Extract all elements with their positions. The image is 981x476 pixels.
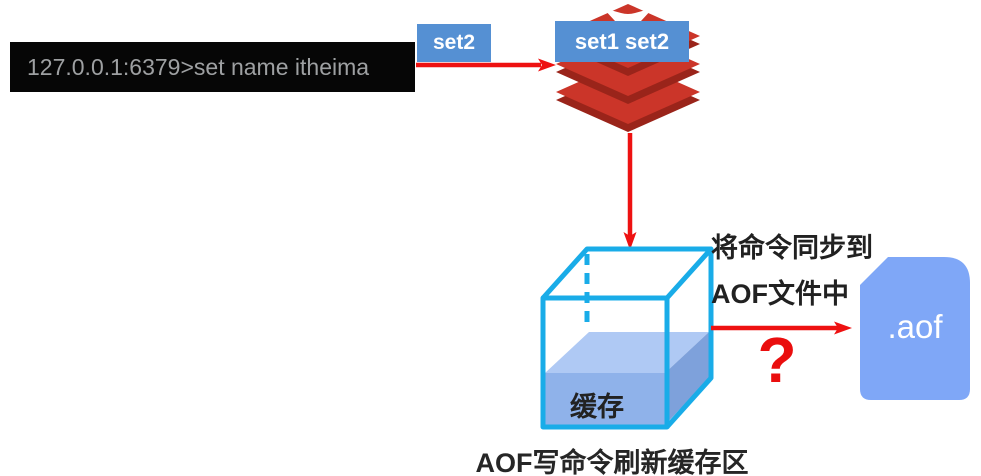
arrow-buffer-to-aof <box>711 321 852 335</box>
redis-logo-star-detail <box>603 8 653 25</box>
terminal-window: 127.0.0.1:6379>set name itheima <box>10 42 415 92</box>
arrow-terminal-to-redis <box>416 58 556 72</box>
diagram-caption: AOF写命令刷新缓存区 <box>475 448 749 476</box>
command-tag-set2: set2 <box>417 24 491 62</box>
terminal-command-text: 127.0.0.1:6379>set name itheima <box>27 54 370 80</box>
buffer-liquid-front <box>545 373 665 425</box>
arrow-redis-to-buffer <box>623 133 637 250</box>
aof-file-label: .aof <box>887 308 943 345</box>
sync-note-line1: 将命令同步到 <box>711 233 873 263</box>
question-mark: ? <box>757 324 797 396</box>
aof-file-icon <box>860 257 970 400</box>
server-commands-tag: set1 set2 <box>555 21 689 62</box>
buffer-label: 缓存 <box>570 392 624 422</box>
server-commands-label: set1 set2 <box>574 28 670 54</box>
sync-note-line2: AOF文件中 <box>711 279 849 309</box>
command-tag-label: set2 <box>432 31 476 54</box>
buffer-liquid-side <box>665 332 709 425</box>
buffer-cube-icon <box>540 246 714 430</box>
